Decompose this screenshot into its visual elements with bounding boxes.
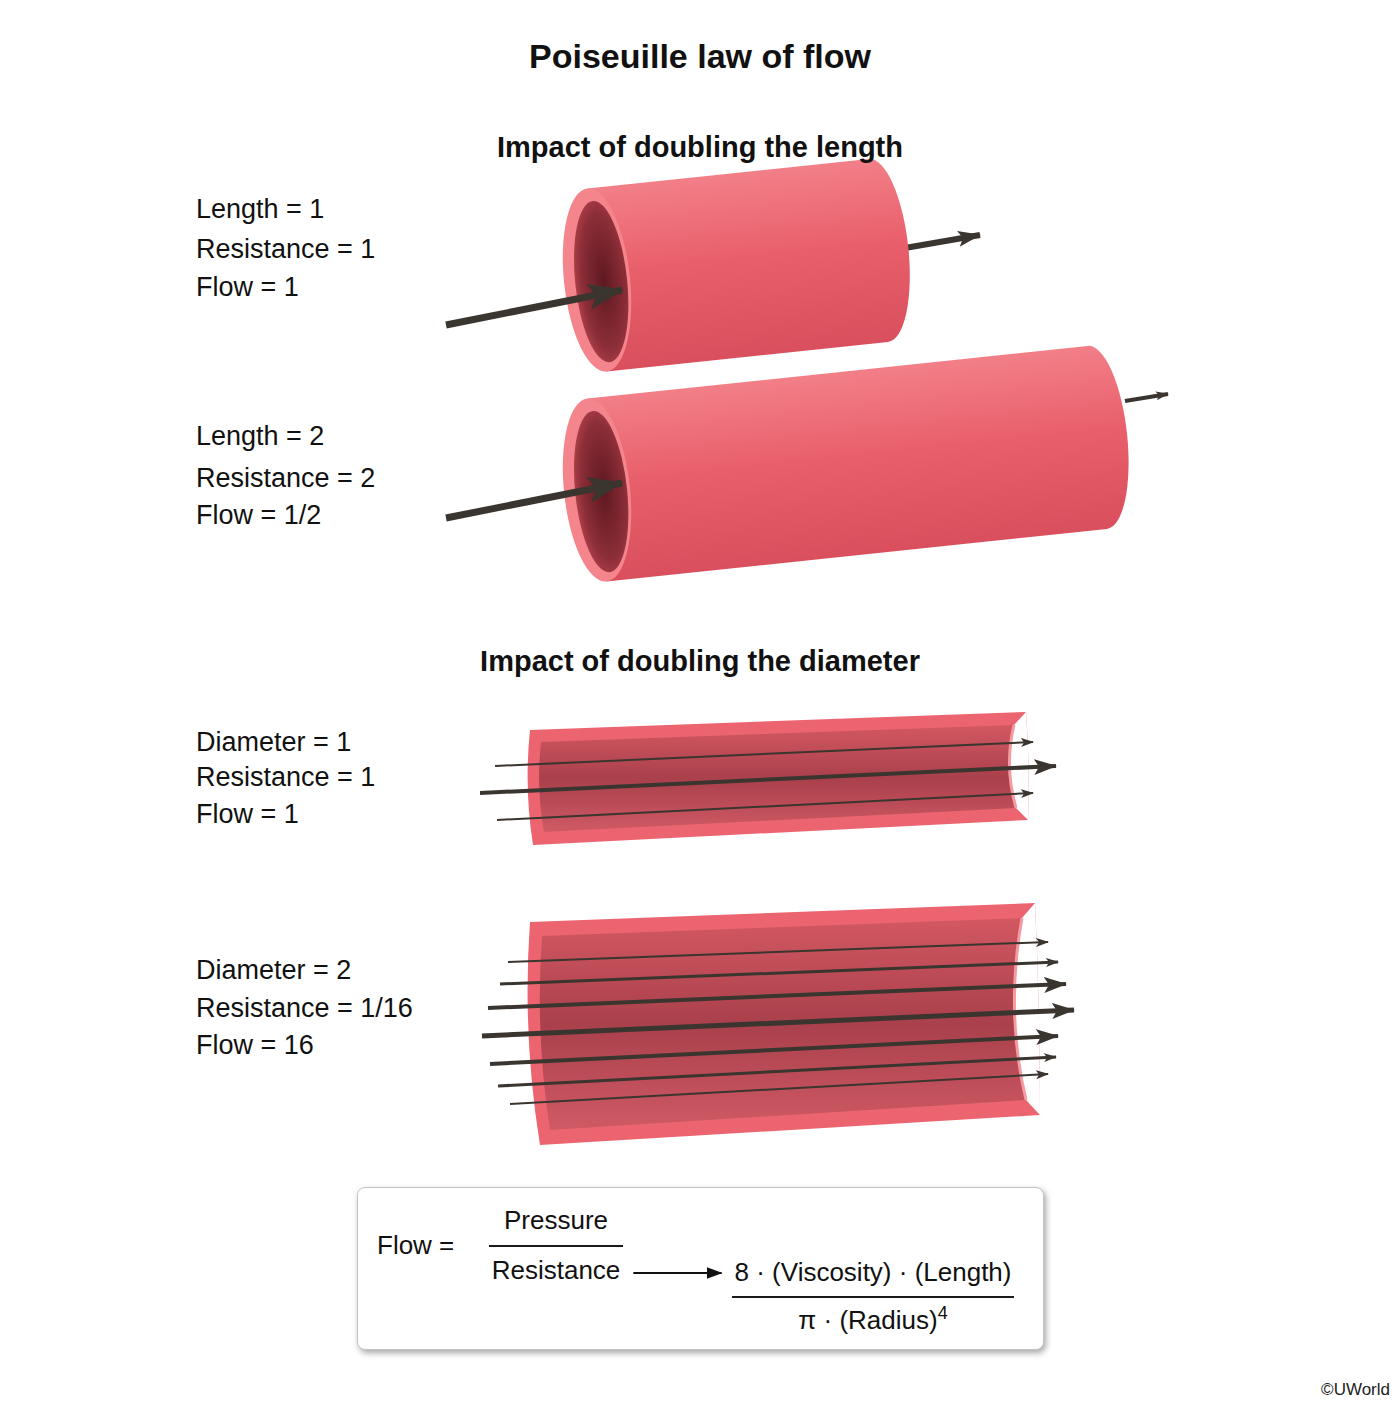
value-label: Flow = 1 (196, 272, 299, 303)
flow-arrow (497, 793, 1033, 820)
section-heading: Impact of doubling the diameter (480, 645, 920, 678)
value-label: Flow = 16 (196, 1030, 314, 1061)
flow-arrow (498, 1057, 1056, 1086)
value-label: Resistance = 1 (196, 762, 375, 793)
flow-arrow (905, 235, 980, 248)
diagram-title: Poiseuille law of flow (529, 37, 871, 76)
flow-arrow (446, 290, 622, 325)
value-label: Diameter = 2 (196, 955, 351, 986)
value-label: Diameter = 1 (196, 727, 351, 758)
value-label: Length = 2 (196, 421, 324, 452)
value-label: Resistance = 2 (196, 463, 375, 494)
fraction-bar (732, 1296, 1015, 1298)
formula-denominator: π · (Radius)4 (798, 1306, 947, 1336)
tube-lumen (567, 198, 636, 365)
tube-lip (1014, 918, 1026, 1100)
value-label: Resistance = 1/16 (196, 993, 413, 1024)
copyright-note: ©UWorld (1321, 1380, 1390, 1400)
flow-arrow (488, 984, 1066, 1008)
flow-arrow (1125, 394, 1168, 401)
value-label: Flow = 1 (196, 799, 299, 830)
flow-arrow (495, 742, 1033, 766)
value-label: Flow = 1/2 (196, 500, 321, 531)
section-heading: Impact of doubling the length (497, 131, 903, 164)
formula-text: Resistance (492, 1256, 621, 1286)
exponent: 4 (938, 1303, 948, 1323)
flow-arrow (508, 942, 1048, 962)
tube-body (587, 343, 1136, 582)
flow-arrow (482, 1010, 1074, 1036)
tube-opening (1014, 903, 1040, 1115)
tube-rim (555, 185, 640, 375)
fraction-bar (489, 1245, 624, 1247)
flow-arrow (500, 962, 1058, 984)
flow-arrow (446, 483, 622, 518)
value-label: Resistance = 1 (196, 234, 375, 265)
flow-arrow (490, 1036, 1058, 1064)
long-tube (555, 343, 1137, 585)
formula-text: Flow = (377, 1231, 454, 1261)
narrow-tube (480, 712, 1056, 845)
value-label: Length = 1 (196, 194, 324, 225)
flow-arrow (510, 1074, 1048, 1104)
tube-body (587, 156, 918, 372)
flow-arrow (480, 766, 1056, 793)
formula-box: Flow = PressureResistance 8 · (Viscosity) … (357, 1187, 1044, 1350)
formula-arrow (633, 1272, 721, 1274)
formula-text: 8 · (Viscosity) · (Length) (735, 1258, 1012, 1288)
formula-text: Pressure (504, 1206, 608, 1236)
formula-text: π · (Radius) (798, 1305, 937, 1335)
wide-tube (482, 903, 1074, 1145)
short-tube (555, 156, 918, 375)
